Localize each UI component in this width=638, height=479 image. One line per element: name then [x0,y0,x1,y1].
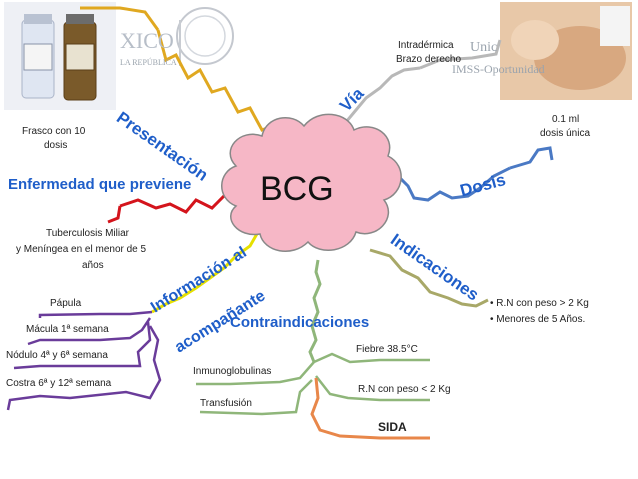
nodulo-line [13,321,152,370]
presentacion-detail-1: Frasco con 10 [22,126,86,137]
vaccine-vials-photo [4,2,116,110]
informacion-item-macula: Mácula 1ª semana [26,324,109,335]
macula-line [27,317,152,346]
enfermedad-detail-2: y Meníngea en el menor de 5 [16,244,147,255]
dosis-detail-2: dosis única [540,128,591,139]
dosis-detail-1: 0.1 ml [552,114,580,125]
contraindicaciones-item-inmunoglobulinas: Inmunoglobulinas [193,366,272,377]
dosis-connector [381,166,511,202]
via-detail-2: Brazo derecho [396,54,462,65]
informacion-connector [151,231,260,314]
contraindicaciones-item-rn-peso: R.N con peso < 2 Kg [358,384,451,395]
center-cloud [221,113,402,252]
dosis-branch-line [509,146,554,170]
baby-vaccination-photo [500,2,632,100]
logo-right-line1: Unic [470,40,498,55]
contraindicaciones-item-transfusion: Transfusión [200,398,252,409]
rn-peso-line [315,375,430,402]
enfermedad-label: Enfermedad que previene [8,176,192,193]
informacion-item-papula: Pápula [50,298,82,309]
logo-left-subtext: LA REPÚBLICA [120,58,177,67]
enfermedad-detail-1: Tuberculosis Miliar [46,228,129,239]
sida-line [310,377,430,440]
government-seal-logo [176,7,234,66]
inmunoglobulinas-line [196,361,315,386]
costra-line [6,325,162,411]
logo-right-line2: IMSS-Oportunidad [452,62,545,76]
via-branch-line [419,39,502,70]
papula-line [38,310,153,318]
informacion-item-costra: Costra 6ª y 12ª semana [6,378,112,389]
center-title: BCG [260,170,334,208]
indicaciones-detail-1: • R.N con peso > 2 Kg [490,298,589,309]
presentacion-detail-2: dosis [44,140,68,151]
indicaciones-detail-2: • Menores de 5 Años. [490,314,586,325]
via-detail-1: Intradérmica [398,40,454,51]
enfermedad-branch-line [107,205,122,224]
presentacion-branch-line [80,6,160,31]
enfermedad-connector [119,190,239,214]
contraindicaciones-item-sida: SIDA [378,420,407,434]
contraindicaciones-connector [308,259,322,363]
logo-left-text: XICO [120,28,174,53]
enfermedad-detail-3: años [82,260,104,271]
informacion-item-nodulo: Nódulo 4ª y 6ª semana [6,350,108,361]
fiebre-line [313,352,430,364]
contraindicaciones-item-fiebre: Fiebre 38.5°C [356,344,418,355]
indicaciones-connector [369,248,489,308]
contraindicaciones-label: Contraindicaciones [230,314,370,331]
transfusion-line [199,379,313,416]
